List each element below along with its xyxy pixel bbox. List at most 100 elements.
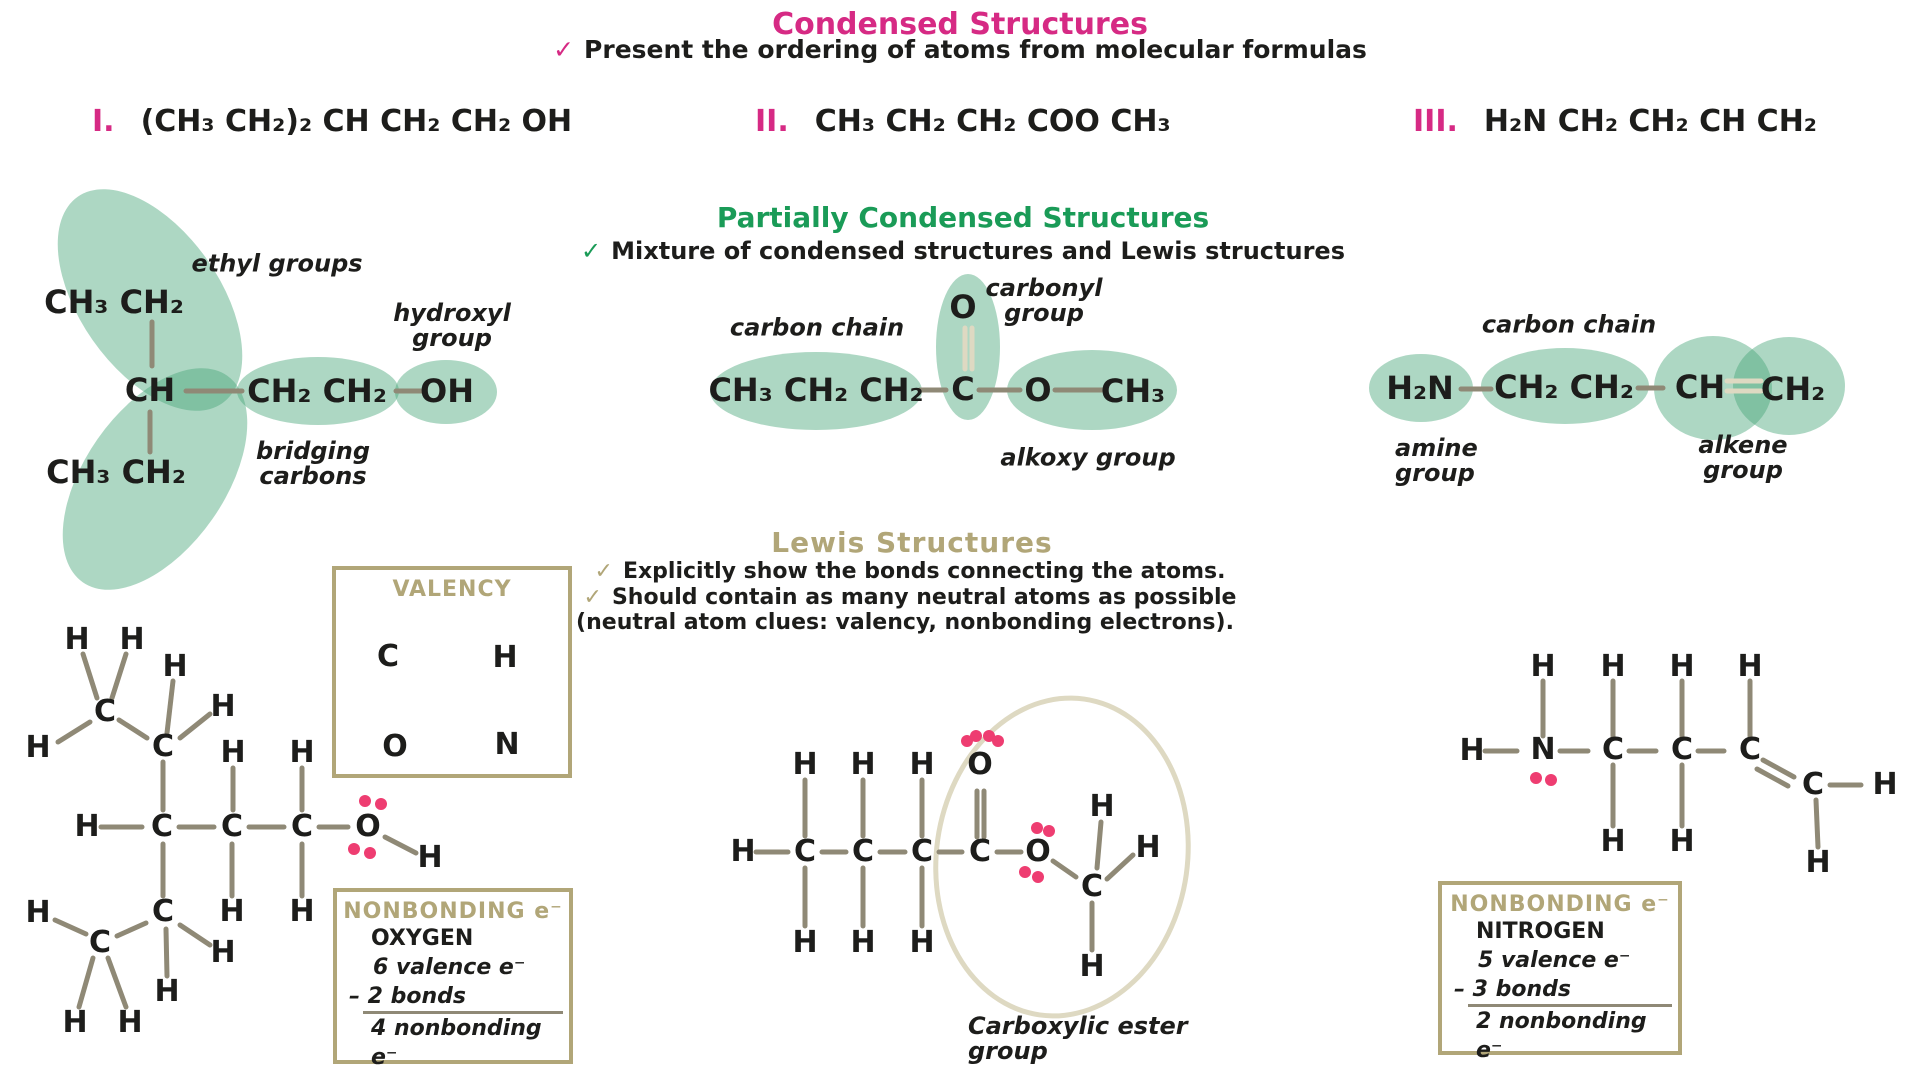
check-icon: ✓: [553, 35, 575, 64]
atom-label: H: [1079, 949, 1105, 984]
valency-box-title: VALENCY: [392, 577, 512, 602]
atom-label: H: [117, 1005, 143, 1040]
bond: [177, 711, 213, 741]
atom-label: C: [968, 834, 992, 869]
lone-pair-dot: [359, 795, 371, 807]
atom-label: H: [417, 840, 443, 875]
atom-label: H: [1737, 649, 1763, 684]
lone-pair-dot: [348, 843, 360, 855]
valence-line: 6 valence e⁻: [373, 955, 526, 980]
atom-label: CH: [1674, 368, 1726, 406]
element-name: NITROGEN: [1476, 919, 1605, 944]
nonbonding-box-title: NONBONDING e⁻: [343, 899, 563, 924]
bond: [177, 922, 213, 948]
atom-label: H: [1600, 824, 1626, 859]
partially-condensed-bullet: Mixture of condensed structures and Lewi…: [611, 237, 1345, 265]
group-blob: [237, 357, 399, 425]
nonbonding-nitrogen-box: NONBONDING e⁻ NITROGEN 5 valence e⁻ – 3 …: [1438, 881, 1682, 1063]
lone-pair-dot: [1545, 774, 1557, 786]
atom-label: C: [220, 809, 244, 844]
lone-pair-dot: [375, 798, 387, 810]
bond: [1094, 819, 1104, 871]
atom-label: H: [1805, 845, 1831, 880]
atom-label: H: [1600, 649, 1626, 684]
check-icon: ✓: [583, 585, 602, 610]
atom-label: C: [1601, 732, 1625, 767]
atom-label: CH: [124, 371, 176, 409]
atom-label: H: [25, 895, 51, 930]
formula-item-1: I.(CH₃ CH₂)₂ CH CH₂ CH₂ OH: [92, 105, 572, 138]
annotation-label: carbonyl group: [985, 273, 1103, 327]
atom-label: C: [1080, 869, 1104, 904]
atom-label: O: [355, 809, 381, 844]
check-icon: ✓: [581, 237, 602, 265]
lone-pair-dot: [1031, 822, 1043, 834]
atom-label: H: [210, 935, 236, 970]
result-line: 2 nonbonding e⁻: [1468, 1004, 1672, 1065]
atom-label: C: [151, 894, 175, 929]
atom-label: C: [951, 370, 975, 408]
atom-label: C: [851, 834, 875, 869]
condensed-structures-bullet: Present the ordering of atoms from molec…: [584, 35, 1367, 64]
atom-label: H: [210, 689, 236, 724]
partially-condensed-title: Partially Condensed Structures: [716, 201, 1210, 234]
atom-label: C: [1670, 732, 1694, 767]
atom-label: C: [910, 834, 934, 869]
atom-label: N: [1530, 732, 1556, 767]
atom-label: H: [1530, 649, 1556, 684]
condensed-structures-title: Condensed Structures: [772, 7, 1148, 42]
atom-label: N: [494, 727, 520, 762]
bond: [164, 678, 176, 736]
bond: [109, 651, 129, 701]
lewis-bullet-1: Explicitly show the bonds connecting the…: [622, 559, 1226, 584]
annotation-label: ethyl groups: [191, 249, 363, 278]
annotation-label: carbon chain: [729, 313, 905, 342]
annotation-label: amine group: [1395, 433, 1478, 487]
atom-label: H: [162, 649, 188, 684]
condensed-formula-3: H₂N CH₂ CH₂ CH CH₂: [1483, 104, 1817, 139]
lone-pair-dot: [364, 847, 376, 859]
condensed-formula-1: (CH₃ CH₂)₂ CH CH₂ CH₂ OH: [140, 104, 573, 139]
atom-label: CH₃: [1100, 372, 1166, 410]
group-blob: [936, 274, 1000, 420]
group-blob: [1654, 336, 1772, 440]
valency-box: VALENCY: [332, 566, 572, 778]
atom-label: CH₃ CH₂: [46, 453, 186, 491]
element-name: OXYGEN: [371, 926, 474, 951]
bonds-line: – 3 bonds: [1454, 977, 1571, 1002]
atom-label: OH: [420, 372, 474, 410]
lewis-bullet-2: Should contain as many neutral atoms as …: [611, 585, 1237, 610]
annotation-label: bridging carbons: [255, 436, 371, 490]
atom-label: H: [850, 747, 876, 782]
condensed-formula-2: CH₃ CH₂ CH₂ COO CH₃: [814, 104, 1171, 139]
group-blob: [1733, 337, 1845, 435]
atom-label: C: [93, 694, 117, 729]
atom-label: O: [382, 729, 408, 764]
lewis-structures-title: Lewis Structures: [771, 526, 1053, 559]
bond: [80, 651, 100, 701]
atom-label: CH₃ CH₂: [44, 283, 184, 321]
bond: [163, 926, 170, 979]
atom-label: O: [967, 747, 993, 782]
lewis-bullet-3: (neutral atom clues: valency, nonbonding…: [576, 610, 1234, 635]
atom-label: H: [1459, 733, 1485, 768]
bond: [52, 917, 89, 937]
lone-pair-dot: [961, 735, 973, 747]
bond: [1760, 757, 1797, 780]
atom-label: H: [1669, 824, 1695, 859]
atom-label: H: [792, 925, 818, 960]
atom-label: C: [290, 809, 314, 844]
annotation-label: carbon chain: [1481, 310, 1657, 339]
bond: [105, 955, 129, 1010]
group-blob: [710, 352, 922, 430]
annotation-label: alkene group: [1698, 430, 1788, 484]
nonbonding-box-title: NONBONDING e⁻: [1450, 892, 1670, 917]
atom-label: H: [62, 1005, 88, 1040]
annotation-label: hydroxyl group: [393, 298, 511, 352]
roman-numeral-2: II.: [755, 104, 789, 139]
bond: [55, 719, 93, 745]
group-blob: [1369, 354, 1473, 422]
atom-label: CH₃ CH₂ CH₂: [708, 371, 924, 409]
